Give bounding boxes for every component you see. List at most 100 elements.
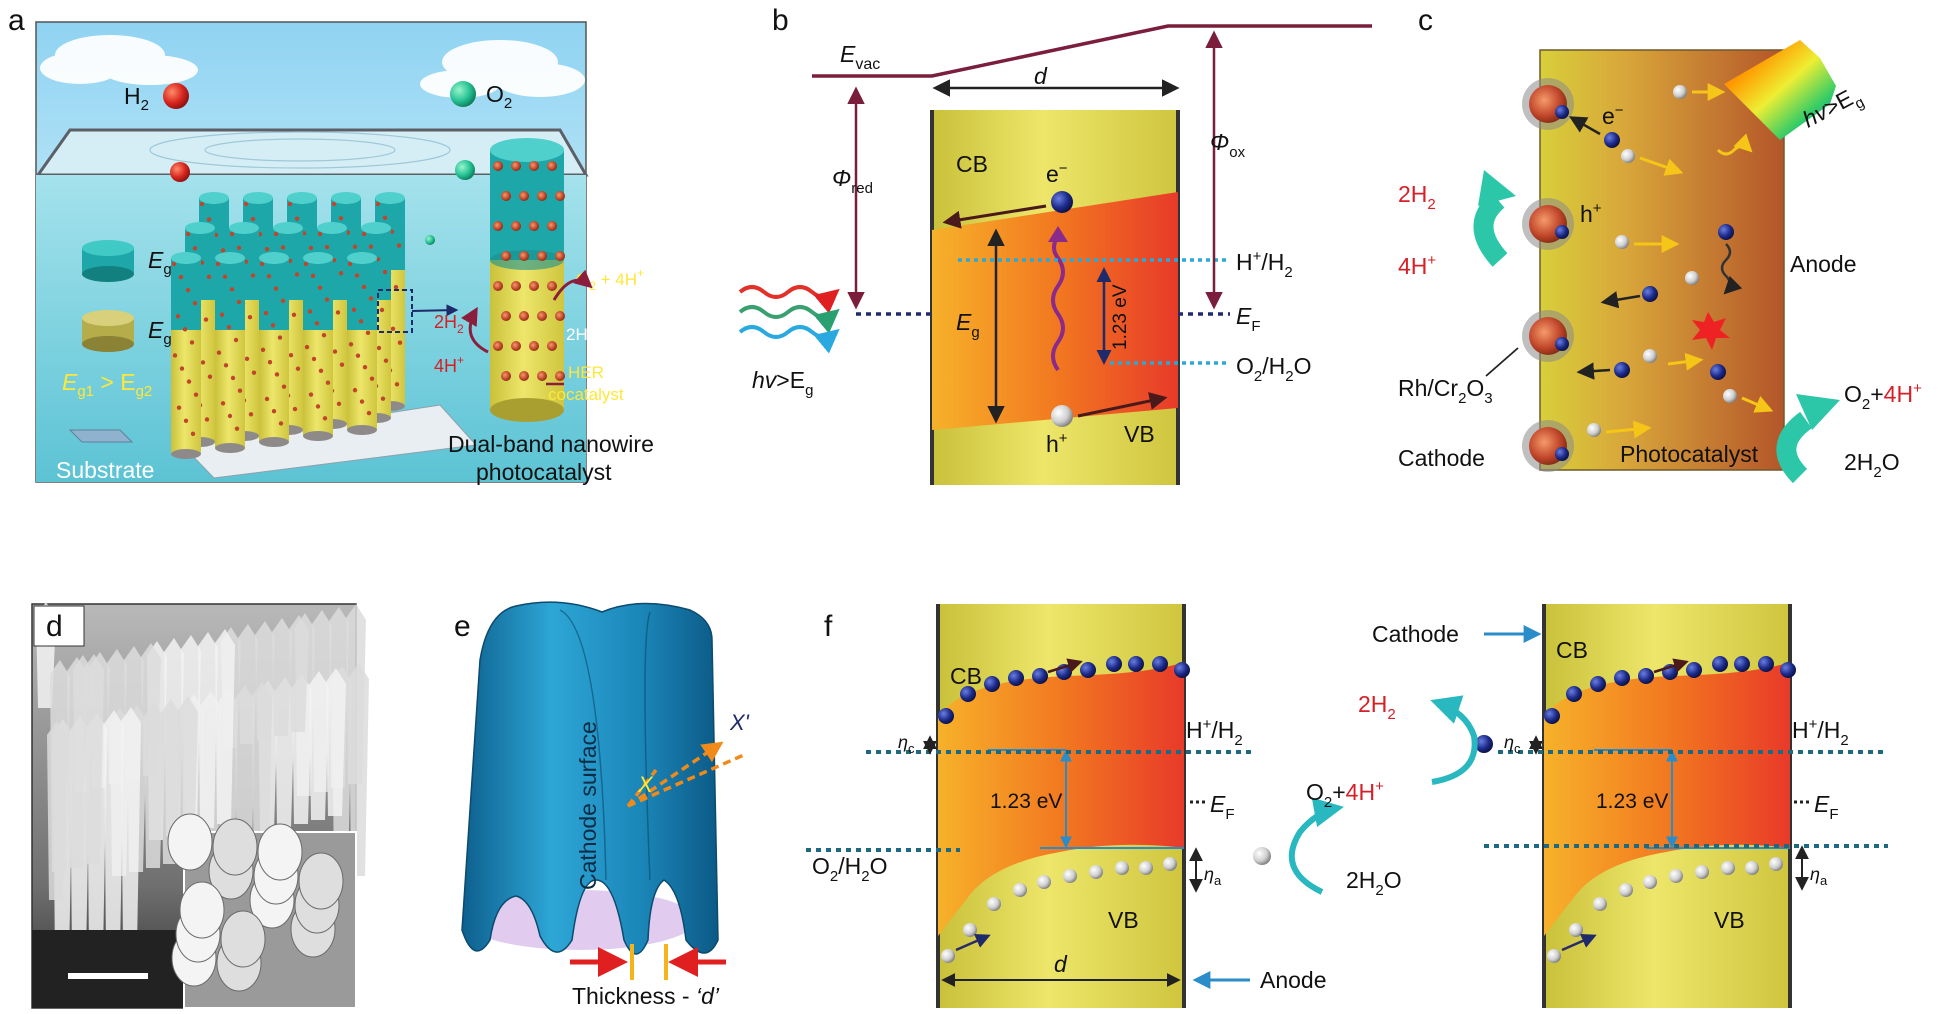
f-electron-icon xyxy=(1712,656,1728,672)
cocatalyst-dot xyxy=(234,426,240,431)
cocatalyst-dot xyxy=(287,201,293,207)
cocatalyst-dot xyxy=(362,365,368,370)
b-phi-red-label: Φred xyxy=(832,165,873,197)
d-nanowire-spike xyxy=(84,654,104,864)
f-h2o-label: 2H2O xyxy=(1346,867,1402,899)
a-2h2-label: 2H2 xyxy=(434,312,464,336)
cocatalyst-dots xyxy=(493,161,565,381)
f-electron-icon xyxy=(1638,668,1654,684)
cocatalyst-particle xyxy=(493,161,503,171)
d-inset-texture xyxy=(167,813,344,992)
cocatalyst-particle xyxy=(547,221,557,231)
nanowire-shadow xyxy=(215,443,245,453)
cocatalyst-dot xyxy=(318,368,324,373)
cocatalyst-dot xyxy=(280,245,286,250)
cocatalyst-dot xyxy=(365,330,371,335)
nanowire-top xyxy=(303,252,333,264)
cocatalyst-particle xyxy=(501,251,511,261)
f-hole-icon xyxy=(1593,897,1607,911)
b-vb-label: VB xyxy=(1124,421,1155,447)
f-hole-icon xyxy=(1569,923,1583,937)
cocatalyst-dot xyxy=(192,301,198,306)
c-cocatalysts xyxy=(1522,78,1574,472)
c-electron-icon xyxy=(1604,132,1620,148)
cocatalyst-dot xyxy=(176,405,182,410)
cocatalyst-dot xyxy=(248,412,254,417)
f-hole-icon xyxy=(941,949,955,963)
e-thickness-mark xyxy=(630,944,634,980)
a-her-label-2: cocatalyst xyxy=(548,385,624,404)
f-left-o2-label: O2/H2O xyxy=(812,853,887,885)
cocatalyst-dot xyxy=(250,273,256,278)
a-caption-1: Dual-band nanowire xyxy=(448,431,654,457)
e-x-prime-label: X' xyxy=(729,710,750,735)
cocatalyst-particle xyxy=(501,311,511,321)
cocatalyst-dot xyxy=(220,401,226,406)
c-rh-label: Rh/Cr2O3 xyxy=(1398,375,1493,407)
cocatalyst-particle xyxy=(547,161,557,171)
f-hole-icon xyxy=(1163,857,1177,871)
cocatalyst-dot xyxy=(382,215,388,221)
f-left-eta-a: ηa xyxy=(1204,864,1222,888)
cocatalyst-dot xyxy=(376,345,382,351)
b-photon-tip xyxy=(1048,226,1068,242)
cocatalyst-particle xyxy=(493,341,503,351)
cocatalyst-particle xyxy=(529,221,539,231)
panel-e-label: e xyxy=(454,610,471,643)
nanowire-top xyxy=(287,192,317,204)
f-electron-icon xyxy=(1152,656,1168,672)
d-nanowire-spike xyxy=(67,657,87,868)
h2-bubble-icon xyxy=(170,162,190,182)
ripple xyxy=(204,138,396,162)
cocatalyst-dot xyxy=(247,315,253,320)
f-right-cb-label: CB xyxy=(1556,637,1588,663)
f-left-carriers xyxy=(938,656,1190,963)
cocatalyst-dot xyxy=(291,312,297,317)
f-hole-icon xyxy=(1695,865,1709,879)
c-hole-icon xyxy=(1673,85,1687,99)
cocatalyst-dot xyxy=(215,261,221,267)
cocatalyst-particle xyxy=(555,371,565,381)
ripple xyxy=(149,131,451,169)
cocatalyst-dot xyxy=(324,297,330,302)
c-photocatalyst-rod xyxy=(1539,49,1785,471)
c-hole-icon xyxy=(1615,235,1629,249)
cocatalyst-dot xyxy=(369,376,375,381)
cocatalyst-dot xyxy=(270,323,276,328)
f-left-ef-label: EF xyxy=(1210,791,1235,823)
cocatalyst-dot xyxy=(321,333,327,338)
f-right-eta-a: ηa xyxy=(1810,864,1828,888)
cocatalyst-dot xyxy=(380,396,386,401)
f-left-h-h2-label: H+/H2 xyxy=(1186,716,1243,749)
cocatalyst-dot xyxy=(366,410,372,416)
cocatalyst-dot xyxy=(361,231,367,237)
cocatalyst-dot xyxy=(311,356,317,362)
cocatalyst-dot xyxy=(250,216,256,222)
c-hole-icon xyxy=(1587,423,1601,437)
cocatalyst-particle xyxy=(555,191,565,201)
cocatalyst-particle xyxy=(555,311,565,321)
cocatalyst-dot xyxy=(259,261,265,267)
e-thickness-mark xyxy=(664,944,668,980)
f-hole-icon xyxy=(1721,861,1735,875)
cocatalyst-dot xyxy=(277,335,283,340)
c-electron-icon xyxy=(1642,286,1658,302)
cocatalyst-dot xyxy=(182,327,188,332)
cocatalyst-particle xyxy=(511,221,521,231)
f-electron-icon xyxy=(1590,676,1606,692)
cocatalyst-dot xyxy=(352,387,358,393)
cocatalyst-particle xyxy=(511,341,521,351)
cocatalyst-particle xyxy=(493,281,503,291)
cocatalyst-particle xyxy=(519,311,529,321)
f-left-123-label: 1.23 eV xyxy=(990,790,1062,813)
c-hole-arrow xyxy=(1741,396,1774,413)
nanowire-top xyxy=(361,222,391,234)
cocatalyst-dot xyxy=(186,379,192,384)
cocatalyst-dot xyxy=(331,201,337,207)
cocatalyst-dot xyxy=(206,274,212,279)
b-h-h2-label: H+/H2 xyxy=(1236,248,1293,281)
a-substrate-label: Substrate xyxy=(56,457,154,483)
eg2-disk-icon xyxy=(82,310,134,352)
panel-b-label: b xyxy=(772,4,789,37)
c-hole-icon xyxy=(1723,389,1737,403)
